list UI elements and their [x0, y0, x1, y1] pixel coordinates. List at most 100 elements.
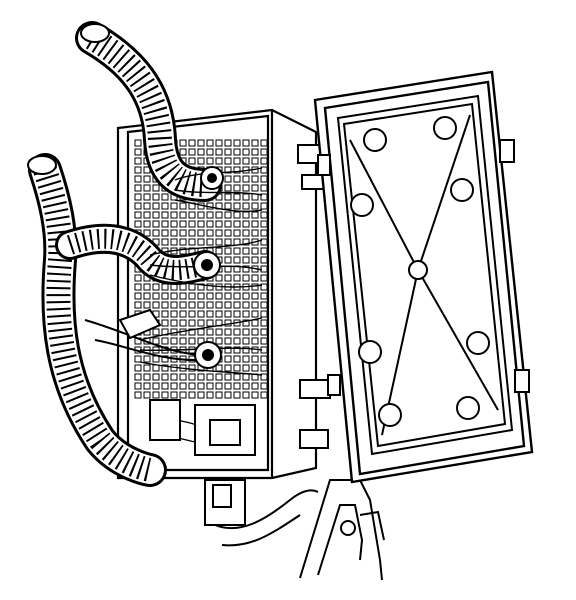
grid-cell [224, 292, 232, 300]
grid-cell [224, 256, 232, 264]
grid-cell [161, 364, 169, 372]
grid-cell [233, 202, 241, 210]
grid-cell [251, 382, 259, 390]
grid-cell [197, 157, 205, 165]
grid-cell [206, 301, 214, 309]
grid-cell [188, 220, 196, 228]
grid-cell [260, 382, 268, 390]
grid-cell [233, 238, 241, 246]
grid-cell [242, 337, 250, 345]
grid-cell [197, 283, 205, 291]
grid-cell [152, 283, 160, 291]
grid-cell [206, 211, 214, 219]
grid-cell [188, 391, 196, 399]
grid-cell [197, 373, 205, 381]
grid-cell [242, 373, 250, 381]
grid-cell [170, 391, 178, 399]
grid-cell [161, 220, 169, 228]
grid-cell [251, 292, 259, 300]
lower-interior [149, 399, 256, 456]
grid-cell [260, 148, 268, 156]
grid-cell [179, 211, 187, 219]
grid-cell [215, 157, 223, 165]
grid-cell [224, 301, 232, 309]
grid-cell [242, 184, 250, 192]
grid-cell [206, 220, 214, 228]
grid-cell [215, 382, 223, 390]
grid-cell [215, 328, 223, 336]
grid-cell [179, 247, 187, 255]
grid-cell [224, 310, 232, 318]
grid-cell [161, 202, 169, 210]
grid-cell [224, 148, 232, 156]
grid-cell [233, 310, 241, 318]
grid-cell [134, 202, 142, 210]
grid-cell [152, 292, 160, 300]
grid-cell [224, 229, 232, 237]
grid-cell [134, 166, 142, 174]
grid-cell [197, 328, 205, 336]
grid-cell [260, 274, 268, 282]
grid-cell [143, 175, 151, 183]
grid-cell [152, 193, 160, 201]
grid-cell [251, 364, 259, 372]
grid-cell [152, 202, 160, 210]
grid-cell [233, 274, 241, 282]
grid-cell [143, 193, 151, 201]
grid-cell [134, 139, 142, 147]
grid-cell [224, 166, 232, 174]
grid-cell [260, 193, 268, 201]
grid-cell [179, 220, 187, 228]
grid-cell [242, 238, 250, 246]
grid-cell [179, 148, 187, 156]
grid-cell [233, 373, 241, 381]
grid-cell [188, 364, 196, 372]
grid-cell [233, 355, 241, 363]
grid-cell [260, 265, 268, 273]
grid-cell [242, 301, 250, 309]
grid-cell [188, 148, 196, 156]
grid-cell [242, 328, 250, 336]
grid-cell [161, 301, 169, 309]
grid-cell [242, 256, 250, 264]
grid-cell [251, 175, 259, 183]
grid-cell [260, 166, 268, 174]
grid-cell [251, 229, 259, 237]
grid-cell [134, 382, 142, 390]
grid-cell [242, 355, 250, 363]
grid-cell [179, 391, 187, 399]
grid-cell [197, 220, 205, 228]
grid-cell [179, 238, 187, 246]
grid-cell [161, 238, 169, 246]
grid-cell [215, 211, 223, 219]
grid-cell [224, 391, 232, 399]
grid-cell [143, 229, 151, 237]
grid-cell [170, 292, 178, 300]
bolt-lower [194, 341, 222, 369]
grid-cell [197, 319, 205, 327]
grid-cell [224, 355, 232, 363]
grid-cell [161, 319, 169, 327]
grid-cell [260, 256, 268, 264]
grid-cell [170, 211, 178, 219]
grid-cell [188, 310, 196, 318]
grid-cell [242, 148, 250, 156]
grid-cell [224, 175, 232, 183]
grid-cell [224, 346, 232, 354]
grid-cell [242, 364, 250, 372]
grid-cell [215, 274, 223, 282]
grid-cell [161, 337, 169, 345]
grid-cell [188, 319, 196, 327]
grid-cell [233, 229, 241, 237]
grid-cell [251, 184, 259, 192]
grid-cell [233, 220, 241, 228]
grid-cell [251, 274, 259, 282]
grid-cell [260, 283, 268, 291]
grid-cell [242, 265, 250, 273]
grid-cell [215, 301, 223, 309]
grid-cell [251, 355, 259, 363]
grid-cell [260, 337, 268, 345]
grid-cell [179, 310, 187, 318]
grid-cell [260, 157, 268, 165]
